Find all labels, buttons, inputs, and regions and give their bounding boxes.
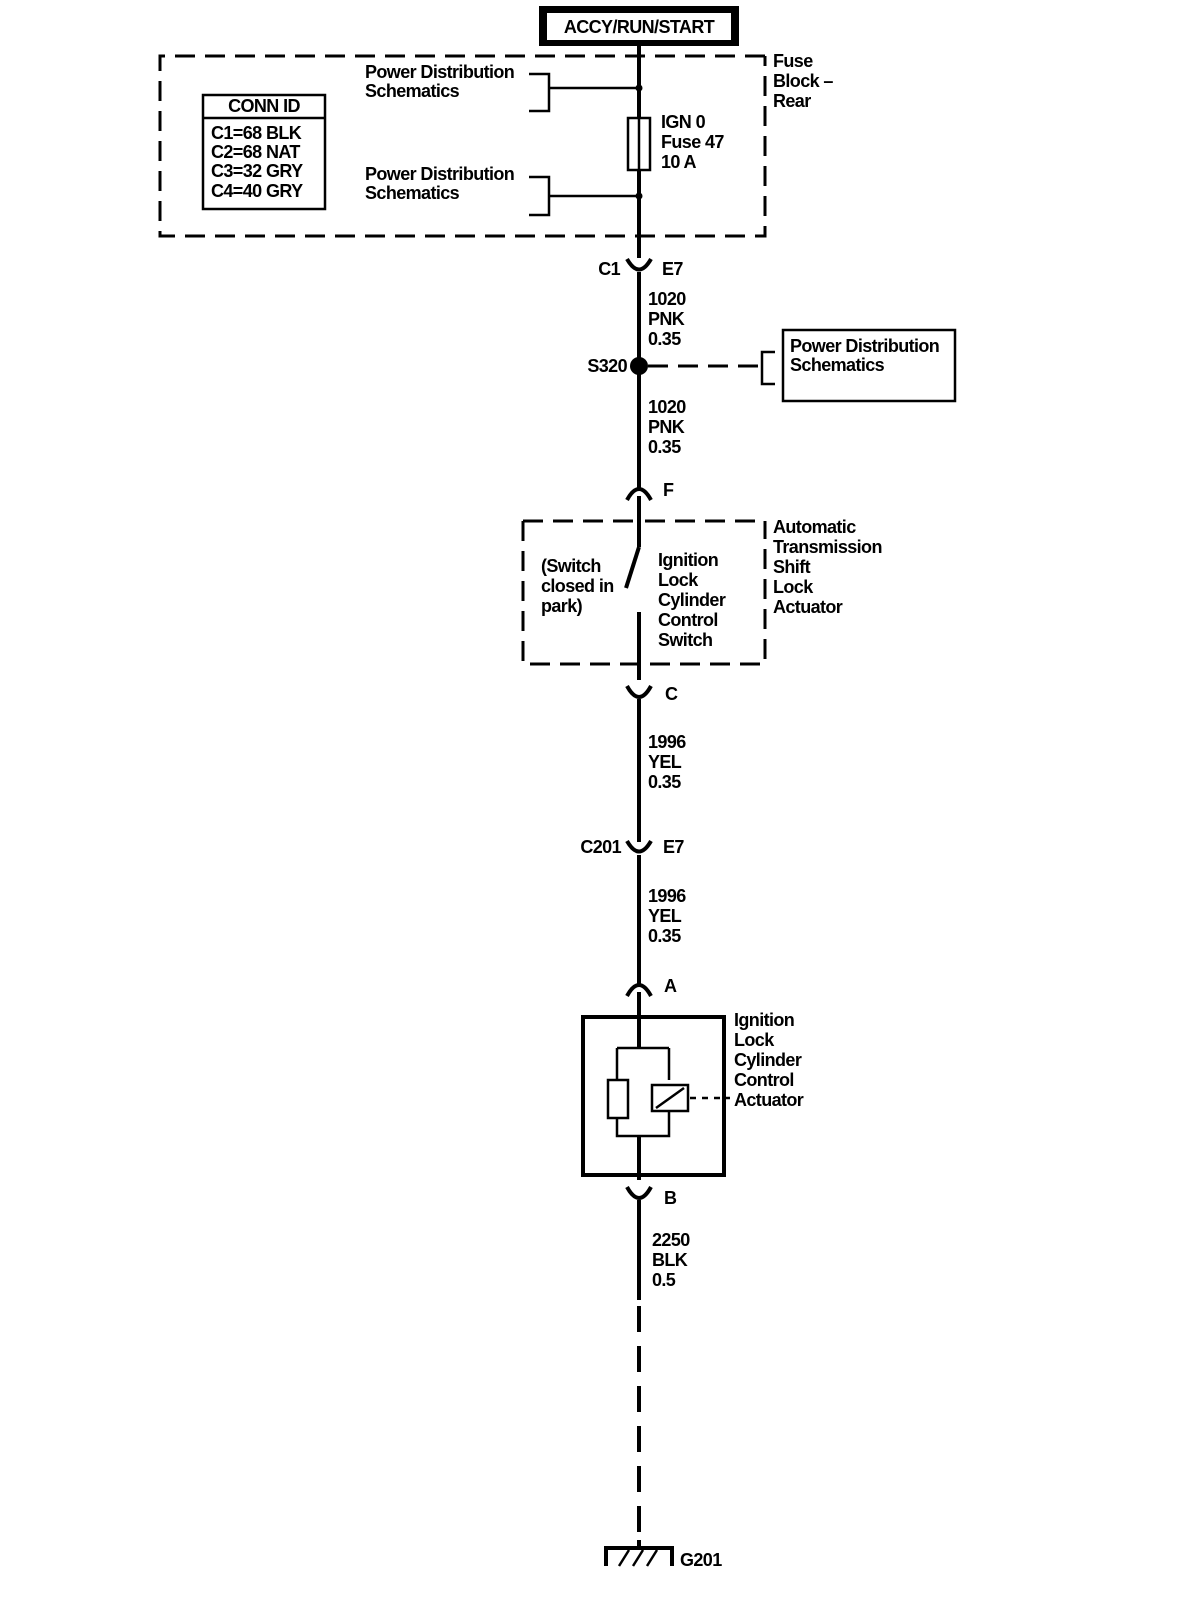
- switch-label: Ignition Lock Cylinder Control Switch: [658, 550, 730, 650]
- conn-id-row: C2=68 NAT: [211, 142, 300, 162]
- connector-a: A: [625, 976, 678, 998]
- fuse-block-rear: Fuse Block – Rear CONN ID C1=68 BLK C2=6…: [158, 51, 837, 238]
- conn-id-row: C3=32 GRY: [211, 161, 303, 181]
- splice-power-distribution-ref: Power Distribution Schematics: [790, 336, 944, 375]
- switch-note: (Switch closed in park): [541, 556, 618, 616]
- connector-f: F: [625, 480, 675, 502]
- connector-a-pin: A: [664, 976, 677, 996]
- connector-c201-name: C201: [580, 837, 621, 857]
- power-distribution-ref-bottom: Power Distribution Schematics: [365, 164, 519, 203]
- ground-g201: G201: [604, 1540, 723, 1570]
- conn-id-header: CONN ID: [228, 96, 300, 116]
- connector-b: B: [625, 1185, 678, 1208]
- conn-id-row: C1=68 BLK: [211, 123, 302, 143]
- connector-c1: C1 E7: [598, 257, 684, 279]
- conn-id-row: C4=40 GRY: [211, 181, 303, 201]
- connector-c1-pin: E7: [662, 259, 683, 279]
- ground-g201-name: G201: [680, 1550, 722, 1570]
- fuse-symbol: [626, 116, 652, 172]
- power-source-label: ACCY/RUN/START: [564, 17, 715, 37]
- resistor-symbol: [606, 1078, 630, 1120]
- shift-lock-title: Automatic Transmission Shift Lock Actuat…: [773, 517, 886, 617]
- splice-ref-box: [781, 328, 957, 403]
- actuator-label: Ignition Lock Cylinder Control Actuator: [734, 1010, 806, 1110]
- wire-label-1020-pnk-2: 1020 PNK 0.35: [648, 397, 690, 457]
- power-source: ACCY/RUN/START: [539, 6, 739, 46]
- conn-id-table: CONN ID C1=68 BLK C2=68 NAT C3=32 GRY C4…: [201, 93, 327, 211]
- power-distribution-ref-top: Power Distribution Schematics: [365, 62, 519, 101]
- wire-label-1996-yel-2: 1996 YEL 0.35: [648, 886, 690, 946]
- shift-lock-actuator: Automatic Transmission Shift Lock Actuat…: [521, 496, 886, 680]
- fuse-block-title: Fuse Block – Rear: [773, 51, 837, 111]
- connector-c-pin: C: [665, 684, 678, 704]
- connector-c1-name: C1: [598, 259, 620, 279]
- ignition-lock-actuator: Ignition Lock Cylinder Control Actuator: [581, 992, 806, 1180]
- ignition-lock-switch: [624, 496, 641, 680]
- fuse-label: IGN 0 Fuse 47 10 A: [661, 112, 728, 172]
- connector-c201-pin: E7: [663, 837, 684, 857]
- connector-c: C: [625, 684, 679, 704]
- wire-label-1020-pnk: 1020 PNK 0.35: [648, 289, 690, 349]
- wire-label-2250-blk: 2250 BLK 0.5: [652, 1230, 694, 1290]
- connector-b-pin: B: [664, 1188, 677, 1208]
- wire-label-1996-yel: 1996 YEL 0.35: [648, 732, 690, 792]
- connector-f-pin: F: [663, 480, 674, 500]
- connector-c201: C201 E7: [580, 837, 685, 857]
- splice-s320-name: S320: [587, 356, 627, 376]
- splice-s320: S320 Power Distribution Schematics: [587, 328, 957, 403]
